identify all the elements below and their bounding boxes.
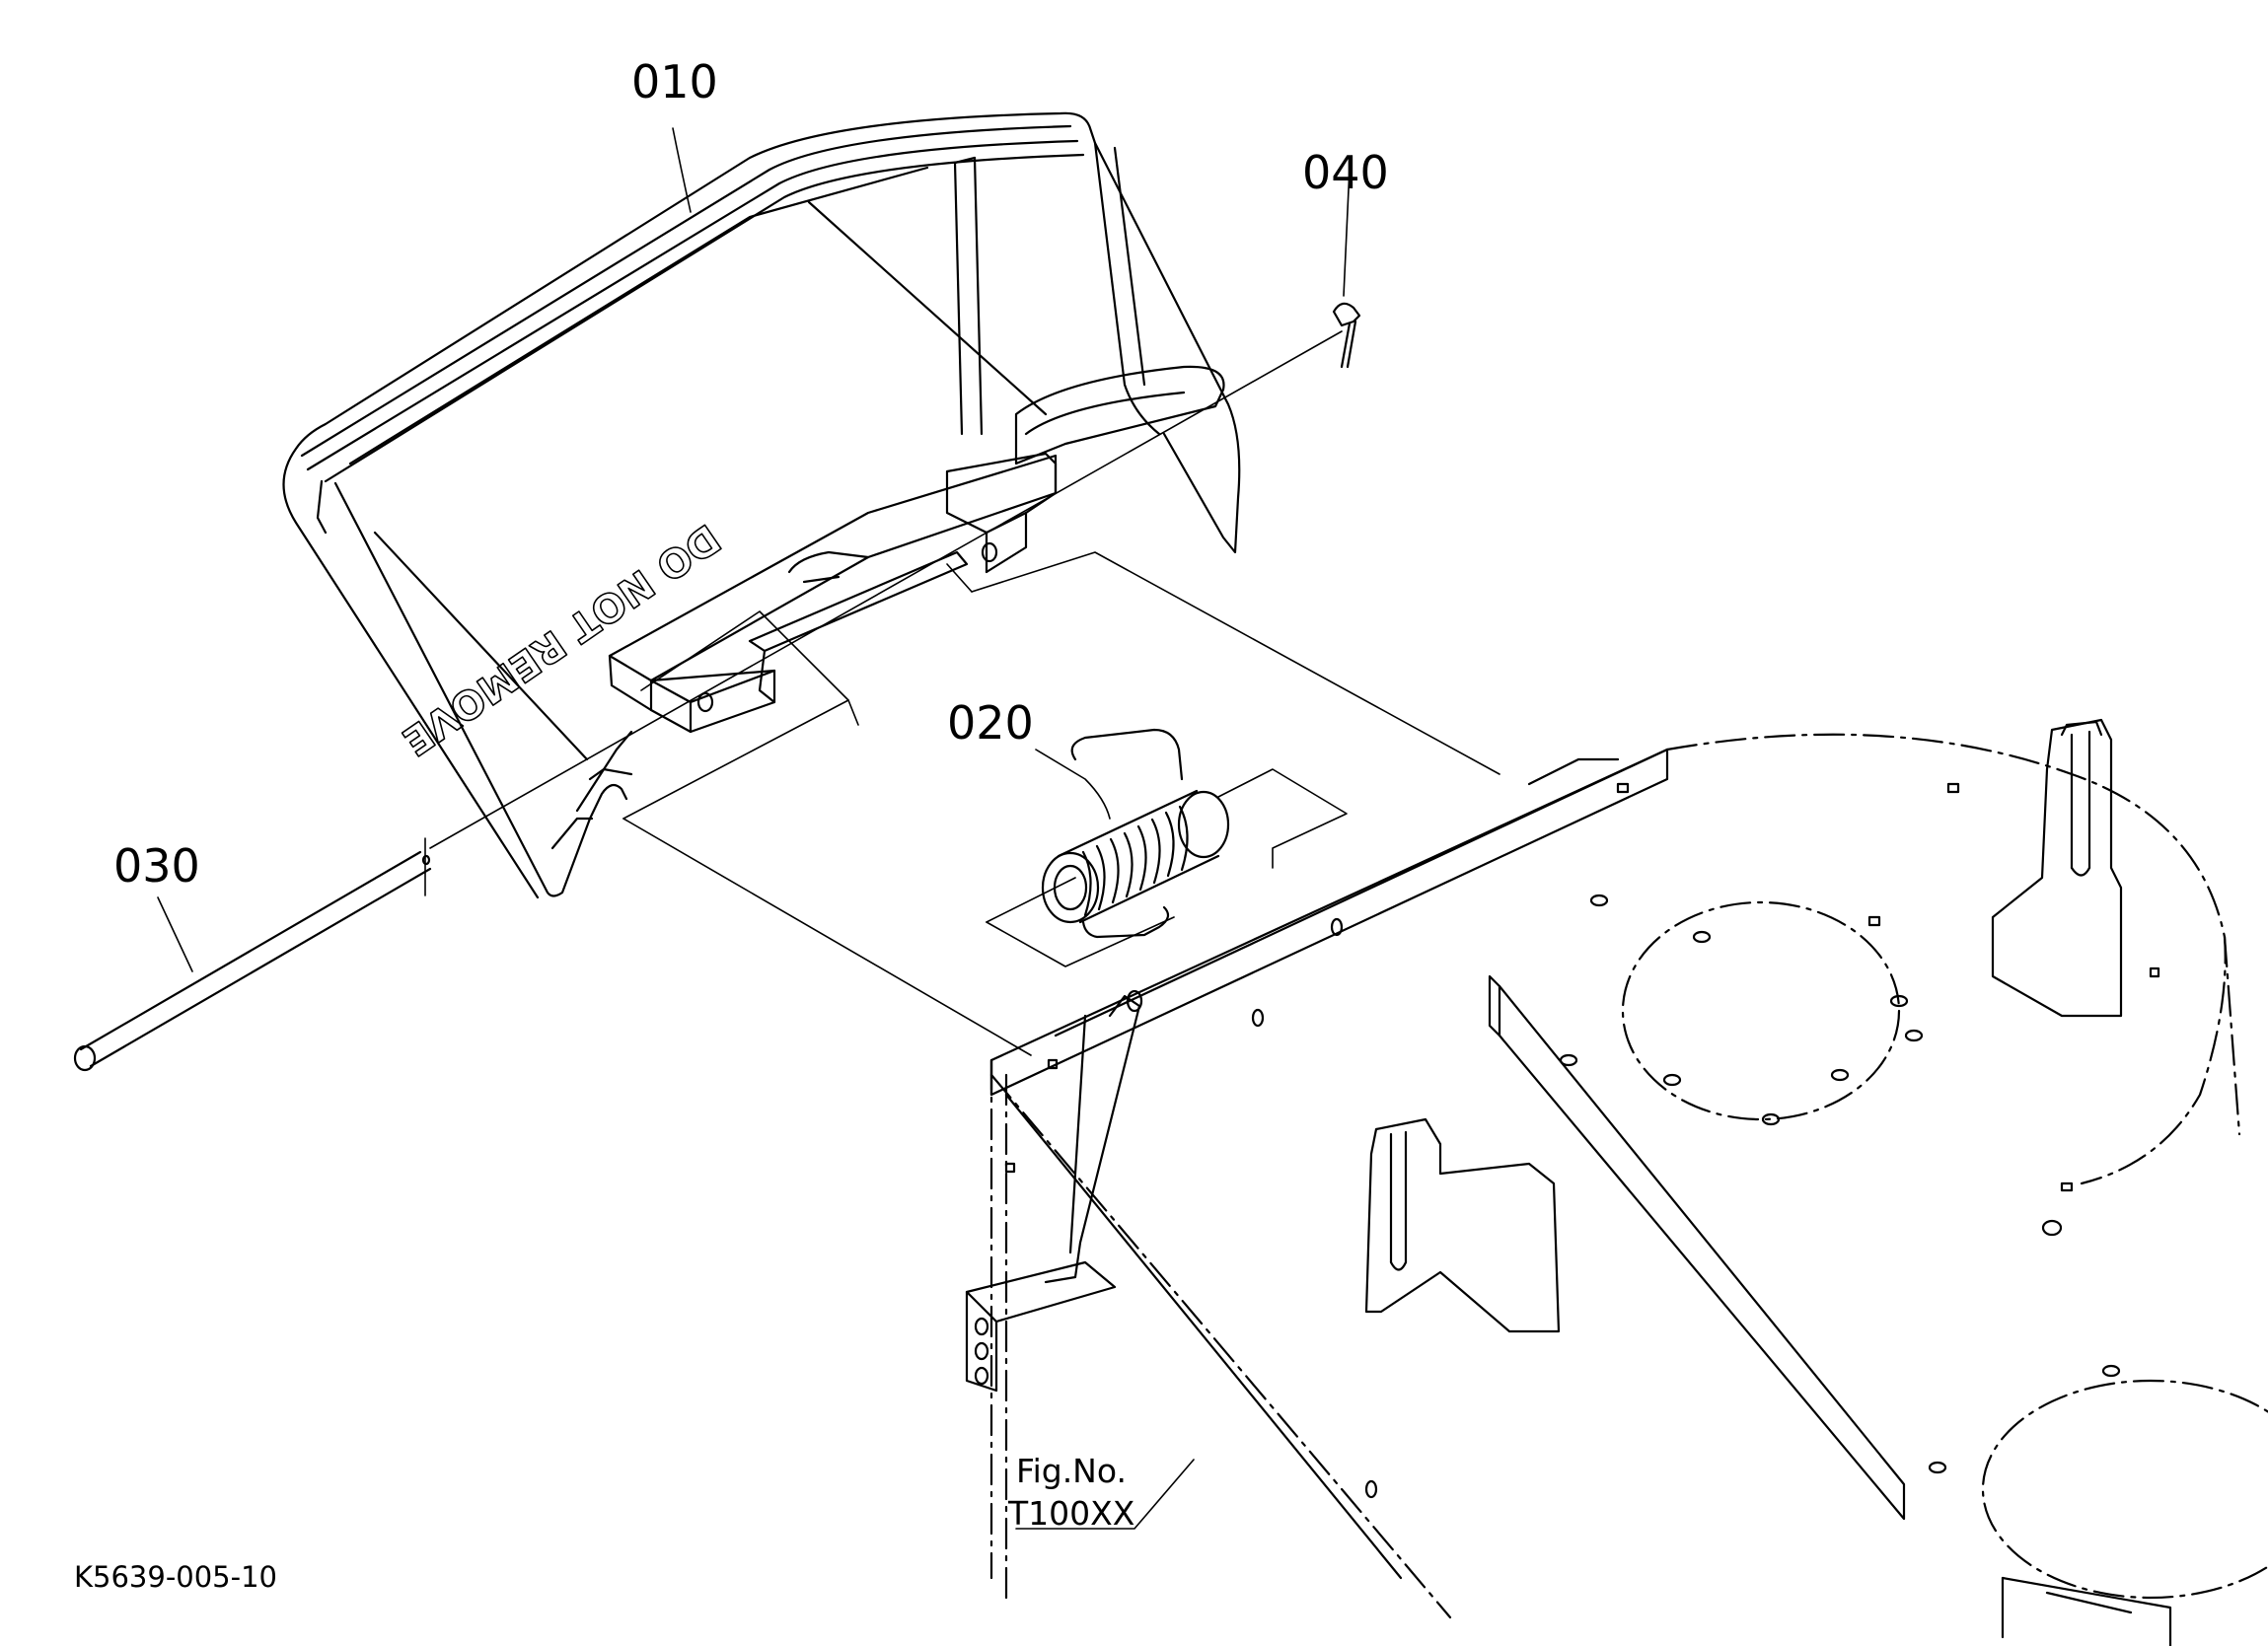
- chute-guard-part-010: DO NOT REMOVE: [282, 111, 1241, 899]
- do-not-remove-stamp: DO NOT REMOVE: [394, 515, 727, 764]
- fig-number-code: T100XX: [1008, 1494, 1135, 1533]
- drawing-code: K5639-005-10: [74, 1560, 278, 1594]
- part-label-030: 030: [113, 839, 200, 893]
- torsion-spring-part-020: [1041, 728, 1230, 939]
- part-label-020: 020: [947, 696, 1034, 750]
- part-label-040: 040: [1302, 146, 1389, 199]
- mower-deck-assembly: [965, 718, 2268, 1646]
- cotter-pin-part-040: [1332, 302, 1361, 369]
- hinge-pin-part-030: [73, 837, 432, 1072]
- leader-lines: [157, 127, 1500, 1530]
- fig-number-label: Fig.No.: [1016, 1452, 1127, 1490]
- part-label-010: 010: [631, 55, 718, 108]
